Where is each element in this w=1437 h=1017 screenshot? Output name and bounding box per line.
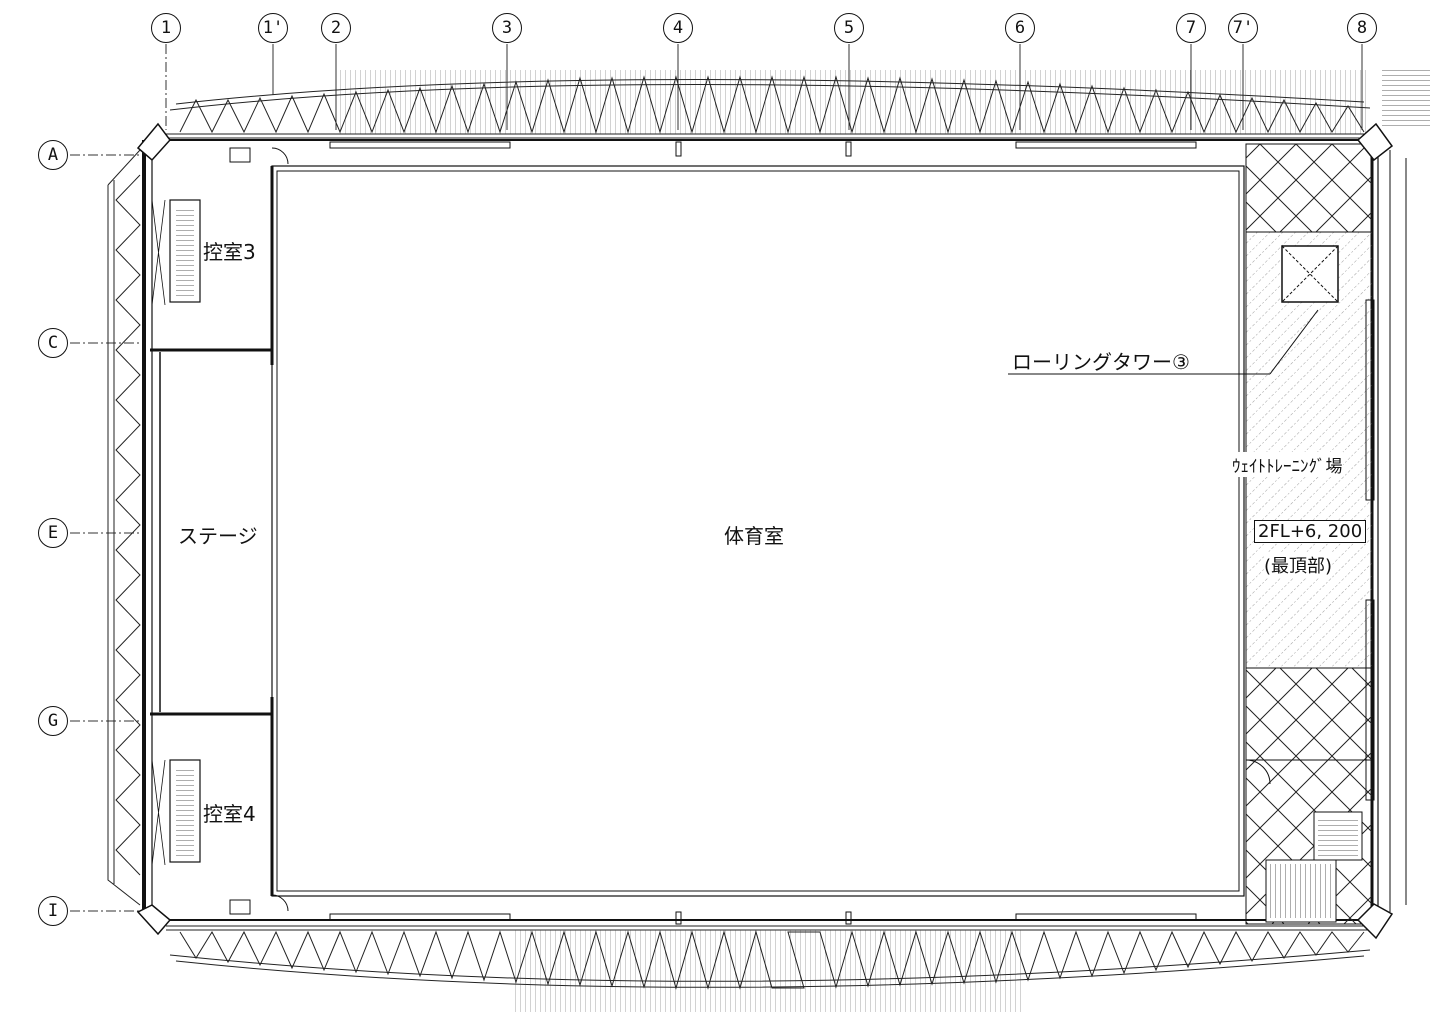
- level-note: (最頂部): [1264, 552, 1333, 578]
- level-mark: 2FL+6, 200: [1254, 520, 1367, 543]
- grid-row-e: E: [38, 518, 68, 548]
- stage-label: ステージ: [178, 524, 258, 548]
- top-right-stair: [1382, 70, 1430, 128]
- bottom-truss: [166, 925, 1371, 1012]
- grid-row-c: C: [38, 328, 68, 358]
- grid-column-2: 2: [321, 13, 351, 43]
- rolling-tower-label: ローリングタワー③: [1012, 350, 1190, 374]
- grid-column-1: 1: [151, 13, 181, 43]
- windows: [329, 141, 1197, 925]
- grid-column-7-prime: 7': [1228, 13, 1258, 43]
- left-truss: [107, 149, 141, 906]
- gym-label: 体育室: [724, 524, 784, 548]
- grid-column-7: 7: [1176, 13, 1206, 43]
- grid-column-1-prime: 1': [258, 13, 288, 43]
- grid-column-8: 8: [1347, 13, 1377, 43]
- waiting-room-4-label: 控室4: [203, 798, 256, 827]
- grid-row-a: A: [38, 140, 68, 170]
- waiting-room-3-label: 控室3: [203, 236, 256, 265]
- stage-rooms: [150, 147, 289, 915]
- grid-row-i: I: [38, 896, 68, 926]
- weight-training-label: ｳｪｲﾄﾄﾚｰﾆﾝｸﾞ場: [1232, 452, 1343, 477]
- grid-column-4: 4: [663, 13, 693, 43]
- grid-column-3: 3: [492, 13, 522, 43]
- grid-column-6: 6: [1005, 13, 1035, 43]
- top-truss: [166, 70, 1371, 139]
- grid-row-g: G: [38, 706, 68, 736]
- weight-training-area: [1245, 143, 1375, 925]
- gym-floor-outline: [271, 165, 1245, 897]
- grid-column-5: 5: [834, 13, 864, 43]
- corner-columns: [136, 122, 1394, 940]
- grid-axis-lines: [70, 44, 167, 912]
